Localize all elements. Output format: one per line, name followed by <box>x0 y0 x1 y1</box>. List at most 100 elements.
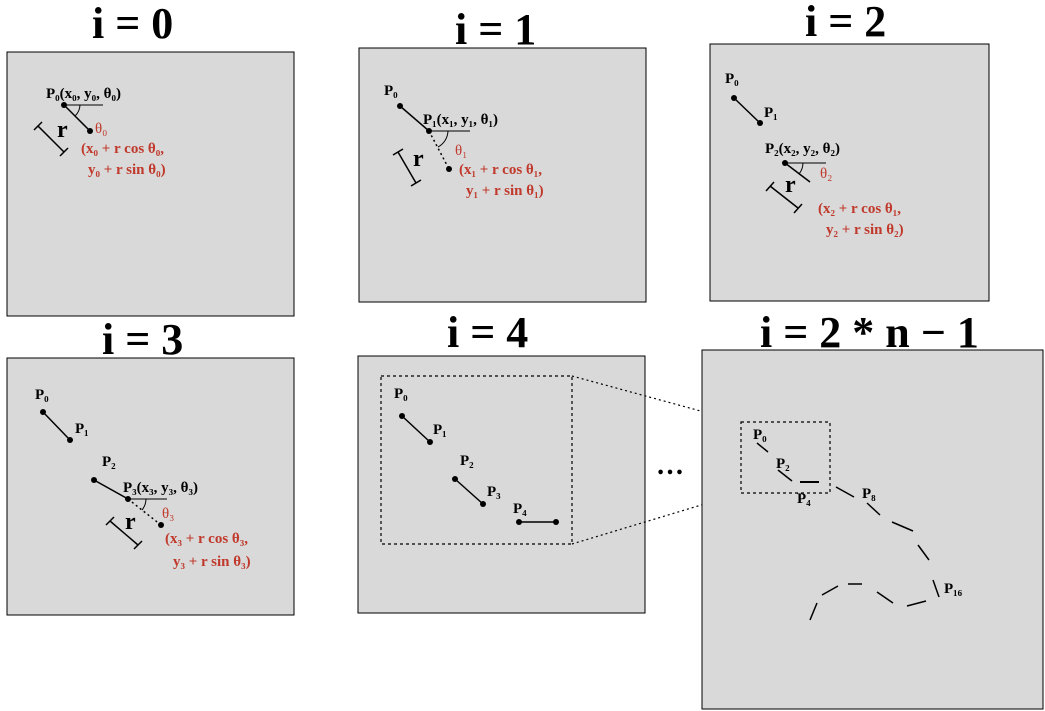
point-p0 <box>40 409 46 415</box>
segment <box>777 469 793 482</box>
theta-label: θ₂ <box>820 166 832 182</box>
formula-line1: (x₁ + r cos θ₁, <box>459 162 542 178</box>
r-bracket-cap <box>133 540 143 550</box>
segment <box>733 97 761 124</box>
panel-i1-background <box>358 47 647 303</box>
r-label: r <box>57 117 68 143</box>
point-label-p0: P₀ <box>725 71 739 87</box>
point-label-p8: P₈ <box>862 486 876 502</box>
formula-line1: (x₃ + r cos θ₃, <box>165 531 248 547</box>
point-p0 <box>397 103 403 109</box>
point-label-p0: P₀ <box>384 83 398 99</box>
panel-i0: P₀(x₀, y₀, θ₀) θ₀ r (x₀ + r cos θ₀, y₀ +… <box>6 51 295 317</box>
point-label: P₀(x₀, y₀, θ₀) <box>46 86 121 102</box>
r-bracket-cap <box>410 179 422 187</box>
point-p1 <box>427 439 433 445</box>
r-label: r <box>413 146 424 172</box>
r-bracket-cap <box>793 203 803 214</box>
point-p1 <box>67 437 73 443</box>
r-bracket <box>37 125 65 153</box>
next-step-dotted <box>428 130 450 170</box>
point-label-p1: P₁ <box>764 105 778 121</box>
point-label: P₂(x₂, y₂, θ₂) <box>765 141 840 157</box>
point-p0 <box>731 95 737 101</box>
theta-arc <box>798 162 804 175</box>
ellipsis: … <box>656 450 684 481</box>
point-label-p3: P₃ <box>487 484 501 500</box>
point-p2 <box>782 160 788 166</box>
point-p5 <box>553 519 559 525</box>
point-label-p2: P₂ <box>776 456 790 472</box>
segment <box>866 502 881 516</box>
segment <box>932 579 940 598</box>
segment <box>906 600 927 607</box>
next-point <box>87 128 93 134</box>
r-label: r <box>125 509 136 535</box>
r-bracket-cap <box>765 181 775 192</box>
point-label-p16: P₁₆ <box>944 581 963 597</box>
panel-i2-background <box>709 43 990 302</box>
point-p1 <box>757 120 763 126</box>
point-label-p4: P₄ <box>797 491 811 507</box>
r-bracket <box>397 151 417 184</box>
segment <box>401 415 431 443</box>
panel-i1: P₀ P₁(x₁, y₁, θ₁) θ₁ r (x₁ + r cos θ₁, y… <box>358 47 647 303</box>
title-i0: i = 0 <box>92 0 174 48</box>
r-bracket-cap <box>59 147 69 157</box>
segment <box>891 521 914 532</box>
segment <box>809 602 818 621</box>
r-bracket-cap <box>33 121 43 131</box>
theta-label: θ₃ <box>162 506 174 522</box>
segment <box>876 591 894 604</box>
point-p0 <box>399 413 405 419</box>
segment <box>42 411 71 441</box>
theta-arc <box>141 498 147 511</box>
segment <box>63 104 91 132</box>
point-label: P₃(x₃, y₃, θ₃) <box>123 480 198 496</box>
formula-line2: y₀ + r sin θ₀) <box>88 162 166 178</box>
point-label-p1: P₁ <box>75 421 89 437</box>
next-point <box>158 522 164 528</box>
panel-i2: P₀ P₁ P₂(x₂, y₂, θ₂) θ₂ r (x₂ + r cos θ₁… <box>709 43 990 302</box>
next-point <box>446 166 452 172</box>
theta-arc <box>74 104 81 117</box>
formula-line1: (x₀ + r cos θ₀, <box>81 141 164 157</box>
segment <box>835 486 855 498</box>
point-p4 <box>516 519 522 525</box>
theta-label: θ₁ <box>455 143 467 159</box>
segment <box>784 162 811 183</box>
point-label-p4: P₄ <box>513 501 527 517</box>
point-p3 <box>480 501 486 507</box>
point-label-p1: P₁ <box>433 422 447 438</box>
zoom-box <box>740 421 831 494</box>
r-bracket <box>109 520 139 546</box>
panel-i3-background <box>6 357 295 616</box>
title-i-2n-1: i = 2 * n − 1 <box>760 308 979 357</box>
point-p0 <box>61 102 67 108</box>
point-label-p2: P₂ <box>460 453 474 469</box>
panel-final-background <box>701 349 1044 710</box>
panel-i4: P₀ P₁ P₂ P₃ P₄ <box>357 355 646 614</box>
point-label-p0: P₀ <box>394 386 408 402</box>
r-label: r <box>785 172 796 198</box>
formula-line2: y₁ + r sin θ₁) <box>466 183 544 199</box>
title-i2: i = 2 <box>805 0 887 46</box>
panel-i3: P₀ P₁ P₂ P₃(x₃, y₃, θ₃) θ₃ r (x₃ + r cos… <box>6 357 295 616</box>
point-p2 <box>91 477 97 483</box>
formula-line1: (x₂ + r cos θ₁, <box>818 201 901 217</box>
panel-i4-background <box>357 355 646 614</box>
panel-i0-background <box>6 51 295 317</box>
segment <box>93 479 129 500</box>
formula-line2: y₂ + r sin θ₂) <box>826 222 904 238</box>
panel-i-2n-1: P₀ P₂ P₄ P₈ P₁₆ <box>701 349 1044 710</box>
segment <box>399 105 430 132</box>
r-bracket-cap <box>105 516 115 526</box>
title-i4: i = 4 <box>447 308 529 357</box>
point-p2 <box>452 476 458 482</box>
point-label-p0: P₀ <box>35 387 49 403</box>
segment <box>821 585 839 596</box>
point-label-p2: P₂ <box>102 454 116 470</box>
point-label: P₁(x₁, y₁, θ₁) <box>423 112 498 128</box>
next-step-dotted <box>127 498 162 526</box>
